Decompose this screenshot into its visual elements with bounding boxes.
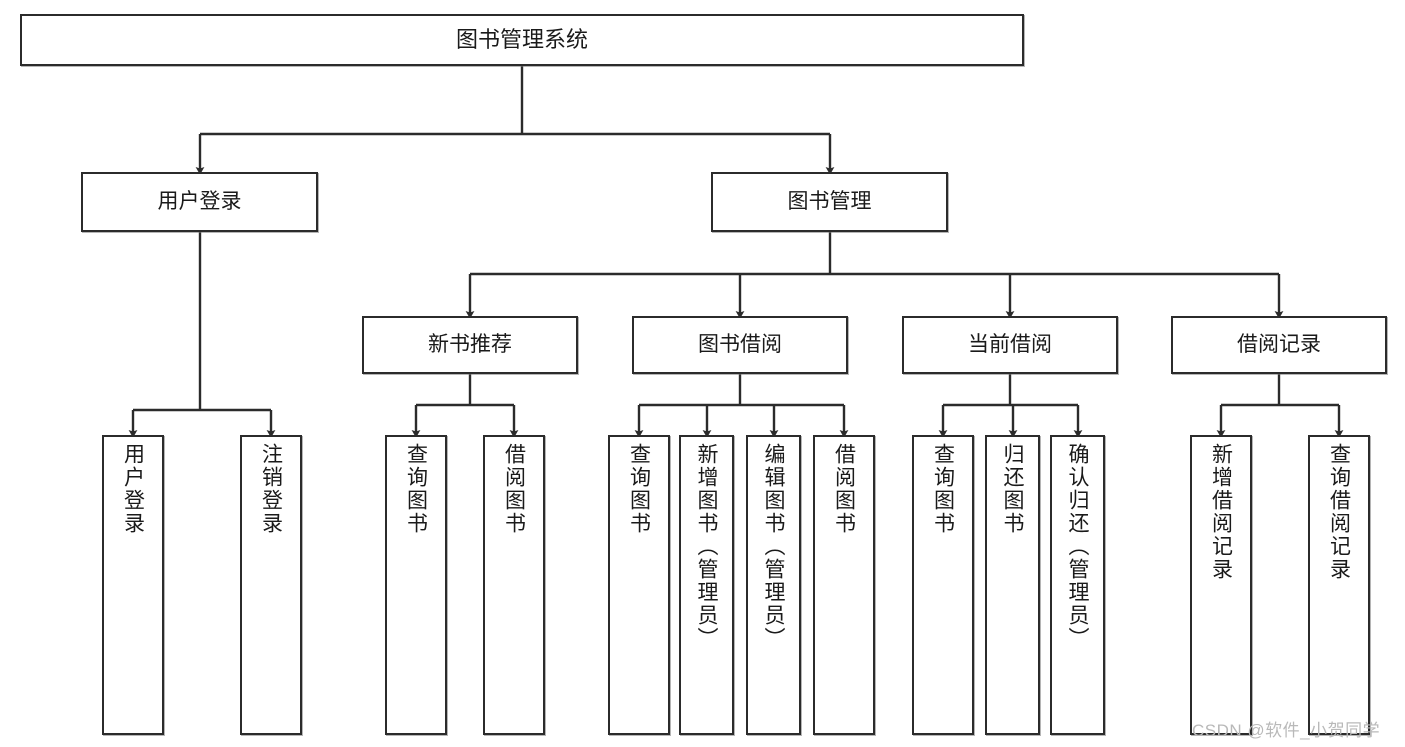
- node-label: 图书管理系统: [455, 27, 588, 53]
- node-leaf-nb-borrow[interactable]: 借阅图书: [483, 435, 545, 735]
- node-newbook[interactable]: 新书推荐: [362, 316, 578, 374]
- node-current[interactable]: 当前借阅: [902, 316, 1118, 374]
- csdn-watermark: CSDN @软件_小贺同学: [1192, 721, 1381, 740]
- node-leaf-cu-query[interactable]: 查询图书: [912, 435, 974, 735]
- node-root[interactable]: 图书管理系统: [20, 14, 1024, 66]
- node-label: 查询图书: [627, 443, 651, 535]
- node-leaf-rc-add[interactable]: 新增借阅记录: [1190, 435, 1252, 735]
- node-label: 图书管理: [787, 189, 872, 213]
- node-label: 归还图书: [1001, 443, 1025, 535]
- node-label: 新书推荐: [428, 332, 512, 356]
- node-label: 新增借阅记录: [1209, 443, 1233, 581]
- node-leaf-br-query[interactable]: 查询图书: [608, 435, 670, 735]
- node-label: 注销登录: [259, 443, 283, 535]
- node-leaf-nb-query[interactable]: 查询图书: [385, 435, 447, 735]
- node-label: 用户登录: [121, 443, 145, 535]
- node-label: 编辑图书（管理员）: [762, 443, 786, 650]
- node-label: 用户登录: [157, 189, 242, 213]
- node-label: 借阅图书: [502, 443, 526, 535]
- node-leaf-br-borrow[interactable]: 借阅图书: [813, 435, 875, 735]
- node-records[interactable]: 借阅记录: [1171, 316, 1387, 374]
- node-label: 借阅图书: [832, 443, 856, 535]
- node-label: 查询借阅记录: [1327, 443, 1351, 581]
- node-label: 当前借阅: [968, 332, 1052, 356]
- node-label: 图书借阅: [698, 332, 782, 356]
- node-leaf-rc-query[interactable]: 查询借阅记录: [1308, 435, 1370, 735]
- node-leaf-cu-confirm[interactable]: 确认归还（管理员）: [1050, 435, 1105, 735]
- node-leaf-cu-return[interactable]: 归还图书: [985, 435, 1040, 735]
- node-bookmgmt[interactable]: 图书管理: [711, 172, 948, 232]
- node-label: 新增图书（管理员）: [695, 443, 719, 650]
- node-borrow[interactable]: 图书借阅: [632, 316, 848, 374]
- node-label: 查询图书: [931, 443, 955, 535]
- node-label: 确认归还（管理员）: [1066, 443, 1090, 650]
- node-leaf-logout[interactable]: 注销登录: [240, 435, 302, 735]
- node-label: 借阅记录: [1237, 332, 1321, 356]
- node-leaf-br-add[interactable]: 新增图书（管理员）: [679, 435, 734, 735]
- node-leaf-login[interactable]: 用户登录: [102, 435, 164, 735]
- node-label: 查询图书: [404, 443, 428, 535]
- node-login[interactable]: 用户登录: [81, 172, 318, 232]
- node-leaf-br-edit[interactable]: 编辑图书（管理员）: [746, 435, 801, 735]
